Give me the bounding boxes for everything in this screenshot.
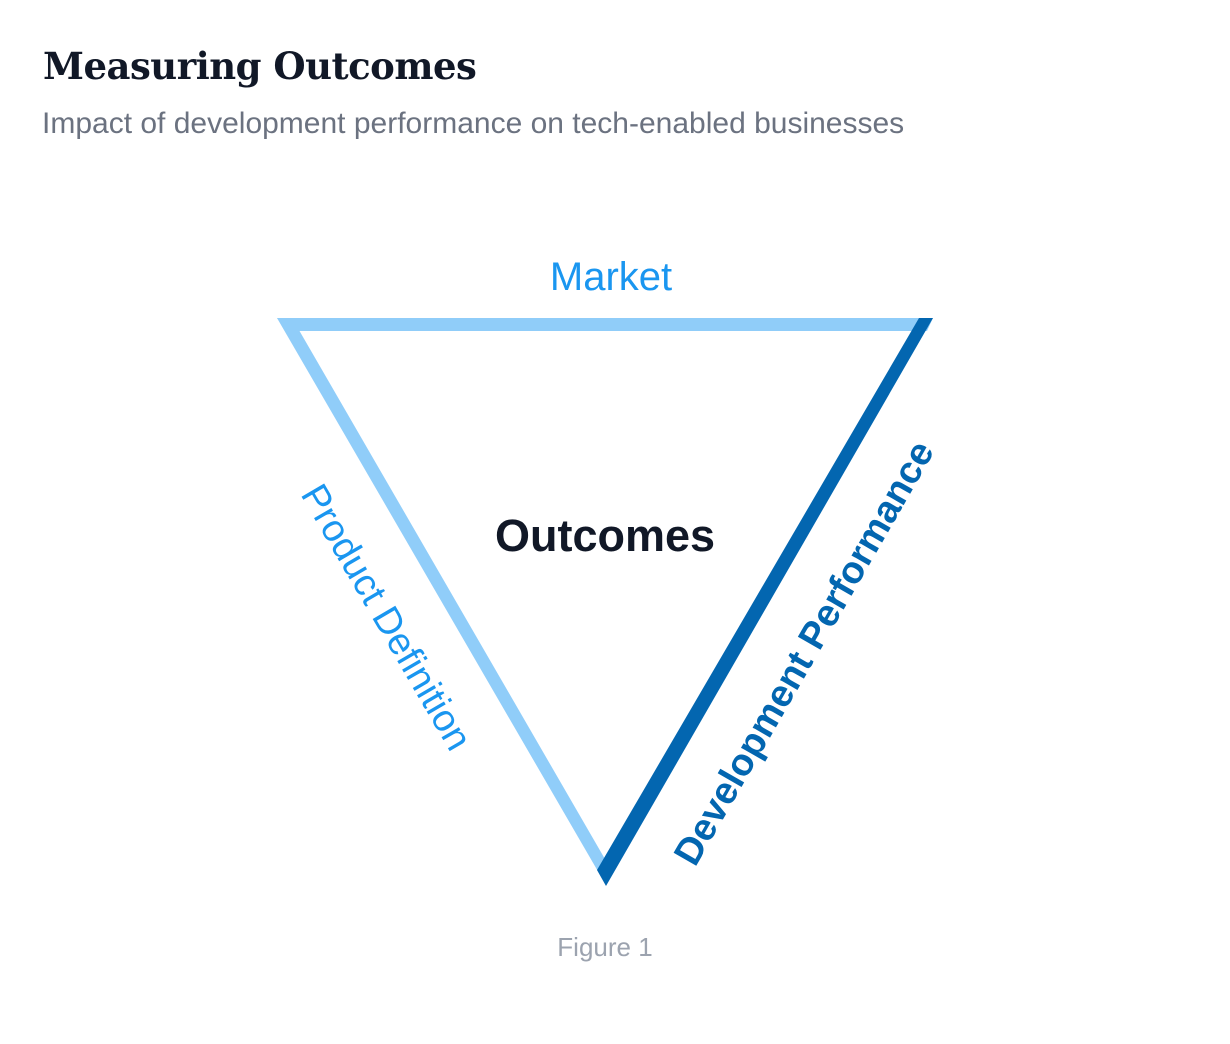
outcomes-center-label: Outcomes bbox=[495, 510, 715, 561]
product-definition-edge bbox=[277, 318, 609, 880]
market-label: Market bbox=[550, 255, 672, 299]
page-subtitle: Impact of development performance on tec… bbox=[42, 107, 905, 140]
market-edge bbox=[277, 318, 933, 331]
development-performance-label: Development Performance bbox=[666, 434, 942, 872]
figure-caption: Figure 1 bbox=[557, 932, 653, 962]
page-title: Measuring Outcomes bbox=[43, 44, 477, 88]
development-performance-edge bbox=[597, 318, 933, 886]
